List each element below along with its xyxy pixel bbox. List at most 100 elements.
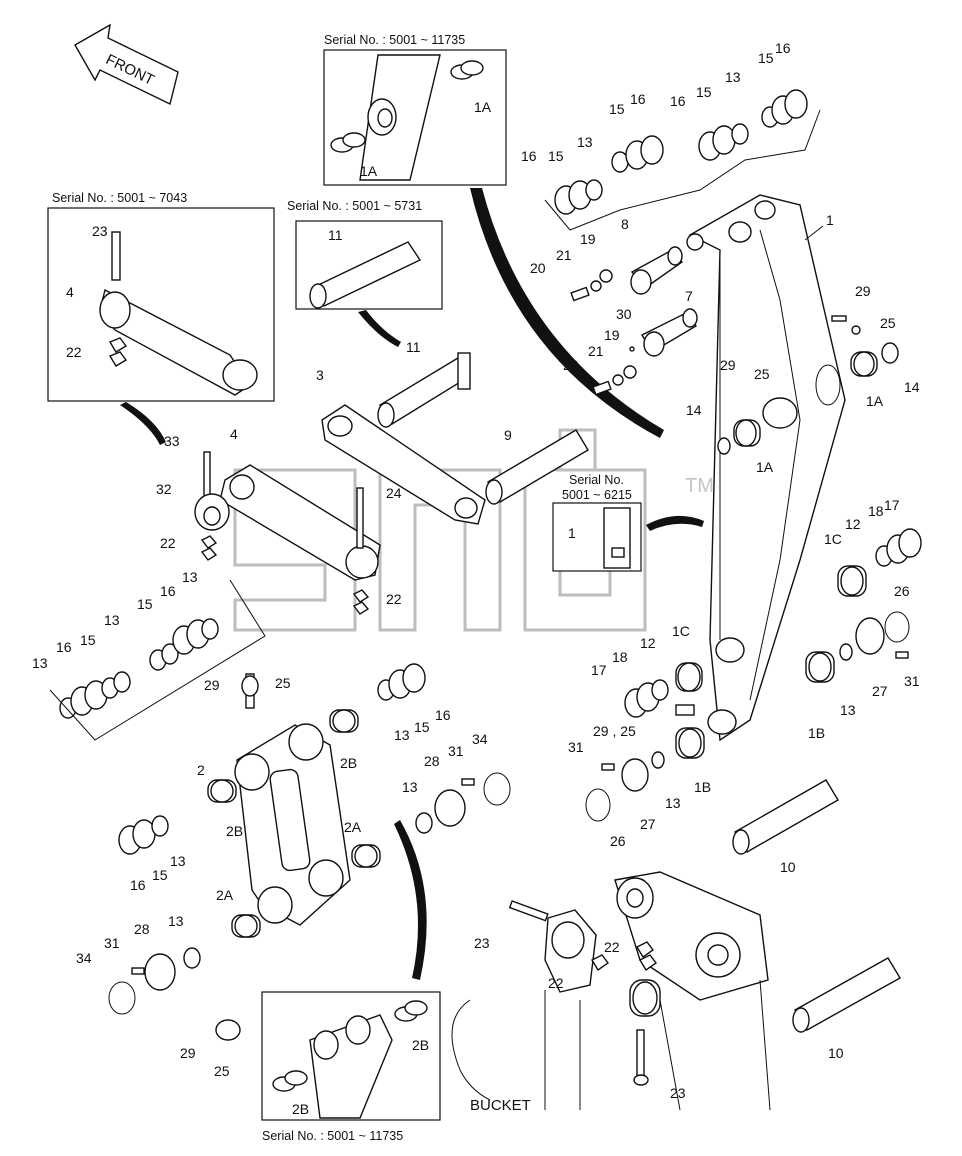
label-16: 16 xyxy=(435,707,451,723)
label-30: 30 xyxy=(616,306,632,322)
label-29: 29 xyxy=(855,283,871,299)
shim-stack-right xyxy=(837,528,922,597)
shim-stacks-top xyxy=(544,89,821,231)
label-16: 16 xyxy=(521,148,537,164)
h-link-2 xyxy=(234,673,351,926)
label-2b: 2B xyxy=(340,755,357,771)
front-arrow: FRONT xyxy=(74,23,179,106)
label-2a: 2A xyxy=(344,819,362,835)
label-34: 34 xyxy=(472,731,488,747)
label-10: 10 xyxy=(780,859,796,875)
pin-10-upper xyxy=(732,779,839,855)
serial-caption-left: Serial No. : 5001 ~ 7043 xyxy=(52,191,187,205)
label-26: 26 xyxy=(610,833,626,849)
label-4: 4 xyxy=(66,284,74,300)
label-31: 31 xyxy=(448,743,464,759)
label-15: 15 xyxy=(548,148,564,164)
serial-caption-top: Serial No. : 5001 ~ 11735 xyxy=(324,33,465,47)
label-34: 34 xyxy=(76,950,92,966)
stopper-bracket-7 xyxy=(641,308,698,357)
label-22: 22 xyxy=(160,535,176,551)
label-11: 11 xyxy=(328,227,343,243)
label-12: 12 xyxy=(845,516,861,532)
label-16: 16 xyxy=(775,40,791,56)
label-20: 20 xyxy=(530,260,546,276)
label-3: 3 xyxy=(316,367,324,383)
serial-box-bottom: Serial No. : 5001 ~ 11735 2B 2B xyxy=(261,991,441,1143)
label-12: 12 xyxy=(640,635,656,651)
label-2: 2 xyxy=(197,762,205,778)
serial-box-small: Serial No. 5001 ~ 6215 1 xyxy=(552,473,642,572)
label-19: 19 xyxy=(580,231,596,247)
label-19: 19 xyxy=(604,327,620,343)
label-2b: 2B xyxy=(412,1037,429,1053)
callout-arrow-left xyxy=(120,402,166,445)
label-25: 25 xyxy=(754,366,770,382)
label-28: 28 xyxy=(424,753,440,769)
label-15: 15 xyxy=(696,84,712,100)
bolt-set-upper xyxy=(570,269,613,302)
label-1: 1 xyxy=(826,212,834,228)
label-7: 7 xyxy=(685,288,693,304)
callout-arrow-top xyxy=(470,188,664,438)
label-17: 17 xyxy=(591,662,607,678)
label-1a: 1A xyxy=(474,99,492,115)
label-13: 13 xyxy=(32,655,48,671)
label-21: 21 xyxy=(588,343,604,359)
bucket-linkage xyxy=(451,871,771,1111)
label-27: 27 xyxy=(872,683,888,699)
lower-right-parts xyxy=(805,611,910,683)
label-29: 29 xyxy=(720,357,736,373)
serial-box-pin: Serial No. : 5001 ~ 5731 11 xyxy=(287,199,443,310)
pin-10-lower xyxy=(792,957,901,1033)
label-29: 29 xyxy=(204,677,220,693)
label-22: 22 xyxy=(548,975,564,991)
link-4 xyxy=(194,451,381,615)
fittings-right-upper xyxy=(733,315,899,447)
label-13: 13 xyxy=(104,612,120,628)
label-1a: 1A xyxy=(756,459,774,475)
serial-box-left: Serial No. : 5001 ~ 7043 23 4 22 xyxy=(47,191,275,402)
label-15: 15 xyxy=(137,596,153,612)
serial-caption-pin: Serial No. : 5001 ~ 5731 xyxy=(287,199,422,213)
label-21: 21 xyxy=(556,247,572,263)
label-13: 13 xyxy=(402,779,418,795)
serial-caption-small-2: 5001 ~ 6215 xyxy=(562,488,632,502)
label-15: 15 xyxy=(414,719,430,735)
label-18: 18 xyxy=(868,503,884,519)
label-10: 10 xyxy=(828,1045,844,1061)
pin-11 xyxy=(377,352,471,428)
label-26: 26 xyxy=(894,583,910,599)
label-31: 31 xyxy=(904,673,920,689)
label-13: 13 xyxy=(170,853,186,869)
bucket-label: BUCKET xyxy=(470,1097,531,1114)
label-18: 18 xyxy=(612,649,628,665)
label-15: 15 xyxy=(609,101,625,117)
shim-group-a xyxy=(554,179,603,215)
link-3 xyxy=(321,404,486,525)
shim-group-b xyxy=(611,135,664,173)
shim-stack-left-mid xyxy=(49,579,266,741)
label-31: 31 xyxy=(104,935,120,951)
label-15: 15 xyxy=(80,632,96,648)
bolt-set-lower xyxy=(592,346,637,396)
label-1c: 1C xyxy=(824,531,842,547)
boom-arm xyxy=(686,194,846,742)
serial-caption-small-1: Serial No. xyxy=(569,473,624,487)
label-27: 27 xyxy=(640,816,656,832)
serial-box-top: Serial No. : 5001 ~ 11735 1A 1A xyxy=(323,33,507,186)
label-1a: 1A xyxy=(360,163,378,179)
label-1a: 1A xyxy=(866,393,884,409)
shim-group-d xyxy=(761,89,808,128)
label-16: 16 xyxy=(160,583,176,599)
label-16: 16 xyxy=(630,91,646,107)
label-31: 31 xyxy=(568,739,584,755)
serial-caption-bottom: Serial No. : 5001 ~ 11735 xyxy=(262,1129,403,1143)
label-15: 15 xyxy=(152,867,168,883)
h-link-bushings xyxy=(207,709,381,938)
label-4: 4 xyxy=(230,426,238,442)
label-11: 11 xyxy=(406,339,421,355)
label-2b: 2B xyxy=(292,1101,309,1117)
